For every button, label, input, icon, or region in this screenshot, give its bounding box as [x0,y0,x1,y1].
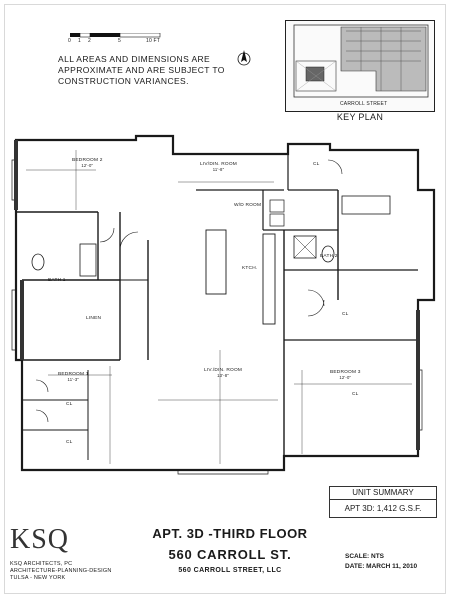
room-cl-top: CL [313,162,320,167]
firm-line-2: ARCHITECTURE-PLANNING-DESIGN [10,568,112,574]
firm-line-1: KSQ ARCHITECTS, PC [10,561,73,567]
key-plan-box [285,20,435,112]
room-bedroom-2-dims: 12'-0" [81,163,94,168]
room-liv-din-main: LIV./DIN. ROOM 13'-8" [204,368,242,378]
scale-tick-10: 10 FT [146,38,161,44]
room-bedroom-1-name: BEDROOM 1 [58,372,89,377]
room-bedroom-1-dims: 11'-3" [67,377,80,382]
firm-logo: KSQ [10,524,70,555]
disclaimer-notes: ALL AREAS AND DIMENSIONS ARE APPROXIMATE… [58,54,248,87]
scale-tick-5: 5 [118,38,121,44]
north-arrow-icon [237,48,251,75]
scale-tick-2: 2 [88,38,91,44]
room-bath-2: BATH 2 [320,254,338,259]
room-liv-din-main-name: LIV./DIN. ROOM [204,368,243,373]
room-linen: LINEN [86,316,102,321]
note-line-1: ALL AREAS AND DIMENSIONS ARE [58,54,211,64]
room-bedroom-2: BEDROOM 2 12'-0" [72,158,103,168]
room-cl-bed3: CL [352,392,359,397]
room-bedroom-3-name: BEDROOM 3 [330,370,361,375]
room-bath-1: BATH 1 [48,278,66,283]
scale-bar [70,32,170,44]
note-line-2: APPROXIMATE AND ARE SUBJECT TO [58,65,225,75]
room-cl-bed1-a: CL [66,402,73,407]
unit-summary-title: UNIT SUMMARY [329,486,437,500]
firm-line-3: TULSA - NEW YORK [10,575,66,581]
scale-note: SCALE: NTS [345,553,384,560]
room-liv-din-top-dims: 11'-8" [212,167,225,172]
page-frame [4,4,446,594]
floor-plan [8,130,446,490]
key-plan-street: CARROLL STREET [340,101,388,107]
owner-name: 560 CARROLL STREET, LLC [178,567,282,574]
room-cl-bed1-b: CL [66,440,73,445]
room-liv-din-main-dims: 13'-8" [217,373,229,378]
scale-tick-1: 1 [78,38,81,44]
key-plan-drawing [293,24,429,98]
room-ktch: KTCH. [242,266,258,271]
unit-summary-value: APT 3D: 1,412 G.S.F. [344,504,422,513]
apartment-title: APT. 3D -THIRD FLOOR [152,526,308,541]
room-wd-room: W/D ROOM [234,203,262,208]
scale-tick-0: 0 [68,38,71,44]
room-bedroom-2-name: BEDROOM 2 [72,158,103,163]
building-address: 560 CARROLL ST. [168,547,292,562]
room-cl-right: CL [342,312,349,317]
unit-summary-box [329,486,437,518]
key-plan-label: KEY PLAN [336,112,384,122]
firm-info: KSQ ARCHITECTS, PC ARCHITECTURE-PLANNING… [10,561,112,582]
note-line-3: CONSTRUCTION VARIANCES. [58,76,189,86]
room-bedroom-1: BEDROOM 1 11'-3" [58,372,89,382]
room-liv-din-top-name: LIV/DIN. ROOM [200,162,237,167]
room-bedroom-3: BEDROOM 3 12'-0" [330,370,361,380]
room-liv-din-top: LIV/DIN. ROOM 11'-8" [200,162,237,172]
room-bedroom-3-dims: 12'-0" [339,375,352,380]
date-note: DATE: MARCH 11, 2010 [345,563,418,570]
